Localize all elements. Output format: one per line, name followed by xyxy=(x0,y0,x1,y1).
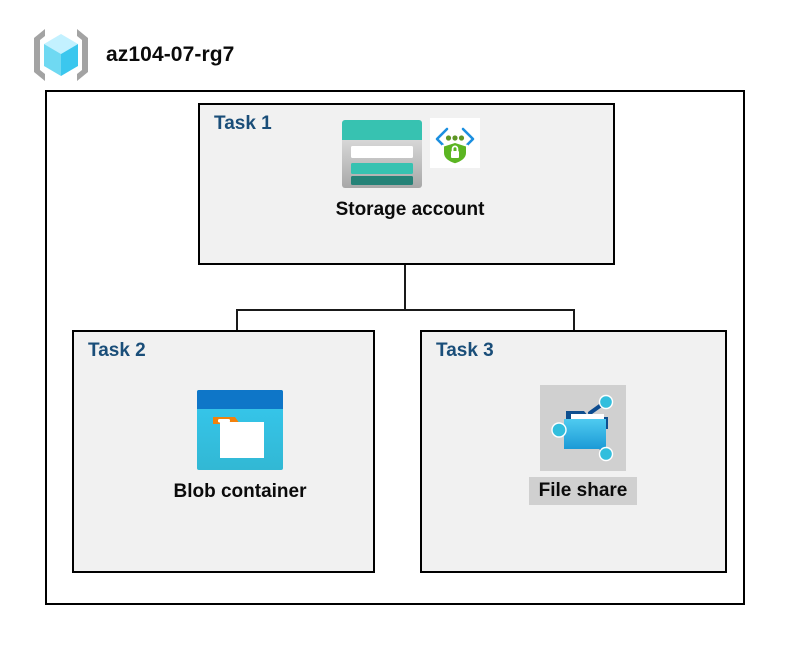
file-share-icon xyxy=(540,385,626,471)
blob-container-caption: Blob container xyxy=(173,481,307,502)
storage-account-icon xyxy=(340,118,424,190)
resource-group-title: az104-07-rg7 xyxy=(106,43,235,66)
file-share-caption: File share xyxy=(528,477,638,505)
storage-account-caption: Storage account xyxy=(335,199,485,220)
connector-storage-trunk xyxy=(404,265,406,311)
resource-group-icon xyxy=(30,26,92,84)
file-share-icon-group xyxy=(540,385,626,471)
task-1-label: Task 1 xyxy=(214,113,272,134)
resource-group-header: az104-07-rg7 xyxy=(30,26,234,84)
connector-horizontal-bus xyxy=(236,309,575,311)
task-2-label: Task 2 xyxy=(88,340,146,361)
node-blob-container[interactable]: Blob container xyxy=(120,388,360,506)
blob-container-icon xyxy=(195,388,285,472)
task-3-label: Task 3 xyxy=(436,340,494,361)
node-storage-account[interactable]: Storage account xyxy=(280,118,540,224)
storage-account-icon-group xyxy=(340,118,480,190)
private-endpoint-icon xyxy=(430,118,480,168)
node-file-share[interactable]: File share xyxy=(468,385,698,505)
blob-container-icon-group xyxy=(195,388,285,472)
